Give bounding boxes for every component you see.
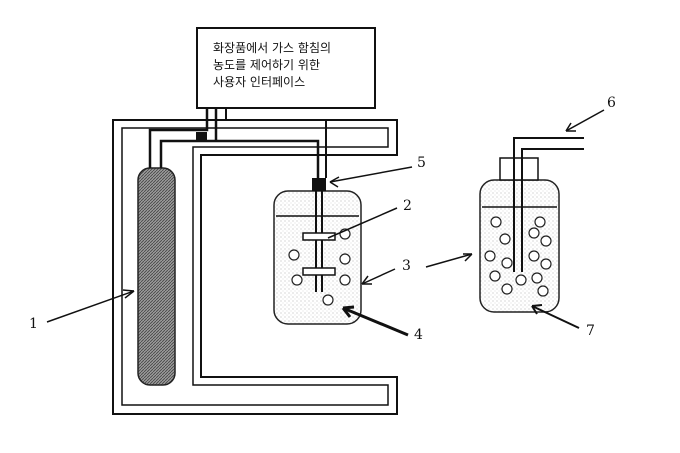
gas-valve-5 (312, 178, 326, 191)
stirrer-blade-2 (302, 267, 336, 276)
gas-line-outer (148, 109, 209, 168)
stirrer-blade-1 (302, 232, 336, 241)
callout-3-vessel: 3 (402, 258, 411, 274)
gas-cylinder (137, 167, 176, 386)
gas-line-return (225, 109, 327, 178)
support-frame (112, 119, 398, 415)
vessel-bubbles (288, 228, 351, 306)
support-frame-inner (121, 127, 389, 406)
sample-vessel-cap (499, 157, 539, 181)
callout-2-stirrer: 2 (403, 198, 412, 214)
sample-bubbles (484, 216, 552, 297)
callout-6-gas-pipe: 6 (607, 95, 616, 111)
interface-text-line-2: 농도를 제어하기 위한 (213, 58, 320, 72)
leader-arrows (46, 109, 605, 337)
line-valve (196, 132, 207, 142)
interface-text-line-1: 화장품에서 가스 함침의 (213, 41, 332, 55)
gas-line-inner (159, 139, 320, 178)
callout-1-gas-cylinder: 1 (29, 316, 38, 332)
callout-7-sample: 7 (586, 323, 595, 339)
user-interface-box: 화장품에서 가스 함침의 농도를 제어하기 위한 사용자 인터페이스 (196, 27, 376, 109)
sample-gas-pipe (513, 137, 584, 272)
callout-4-bubble: 4 (414, 327, 423, 343)
callout-5-valve: 5 (417, 155, 426, 171)
sample-gas-pipe-2 (521, 148, 584, 272)
interface-text-line-3: 사용자 인터페이스 (213, 75, 306, 89)
